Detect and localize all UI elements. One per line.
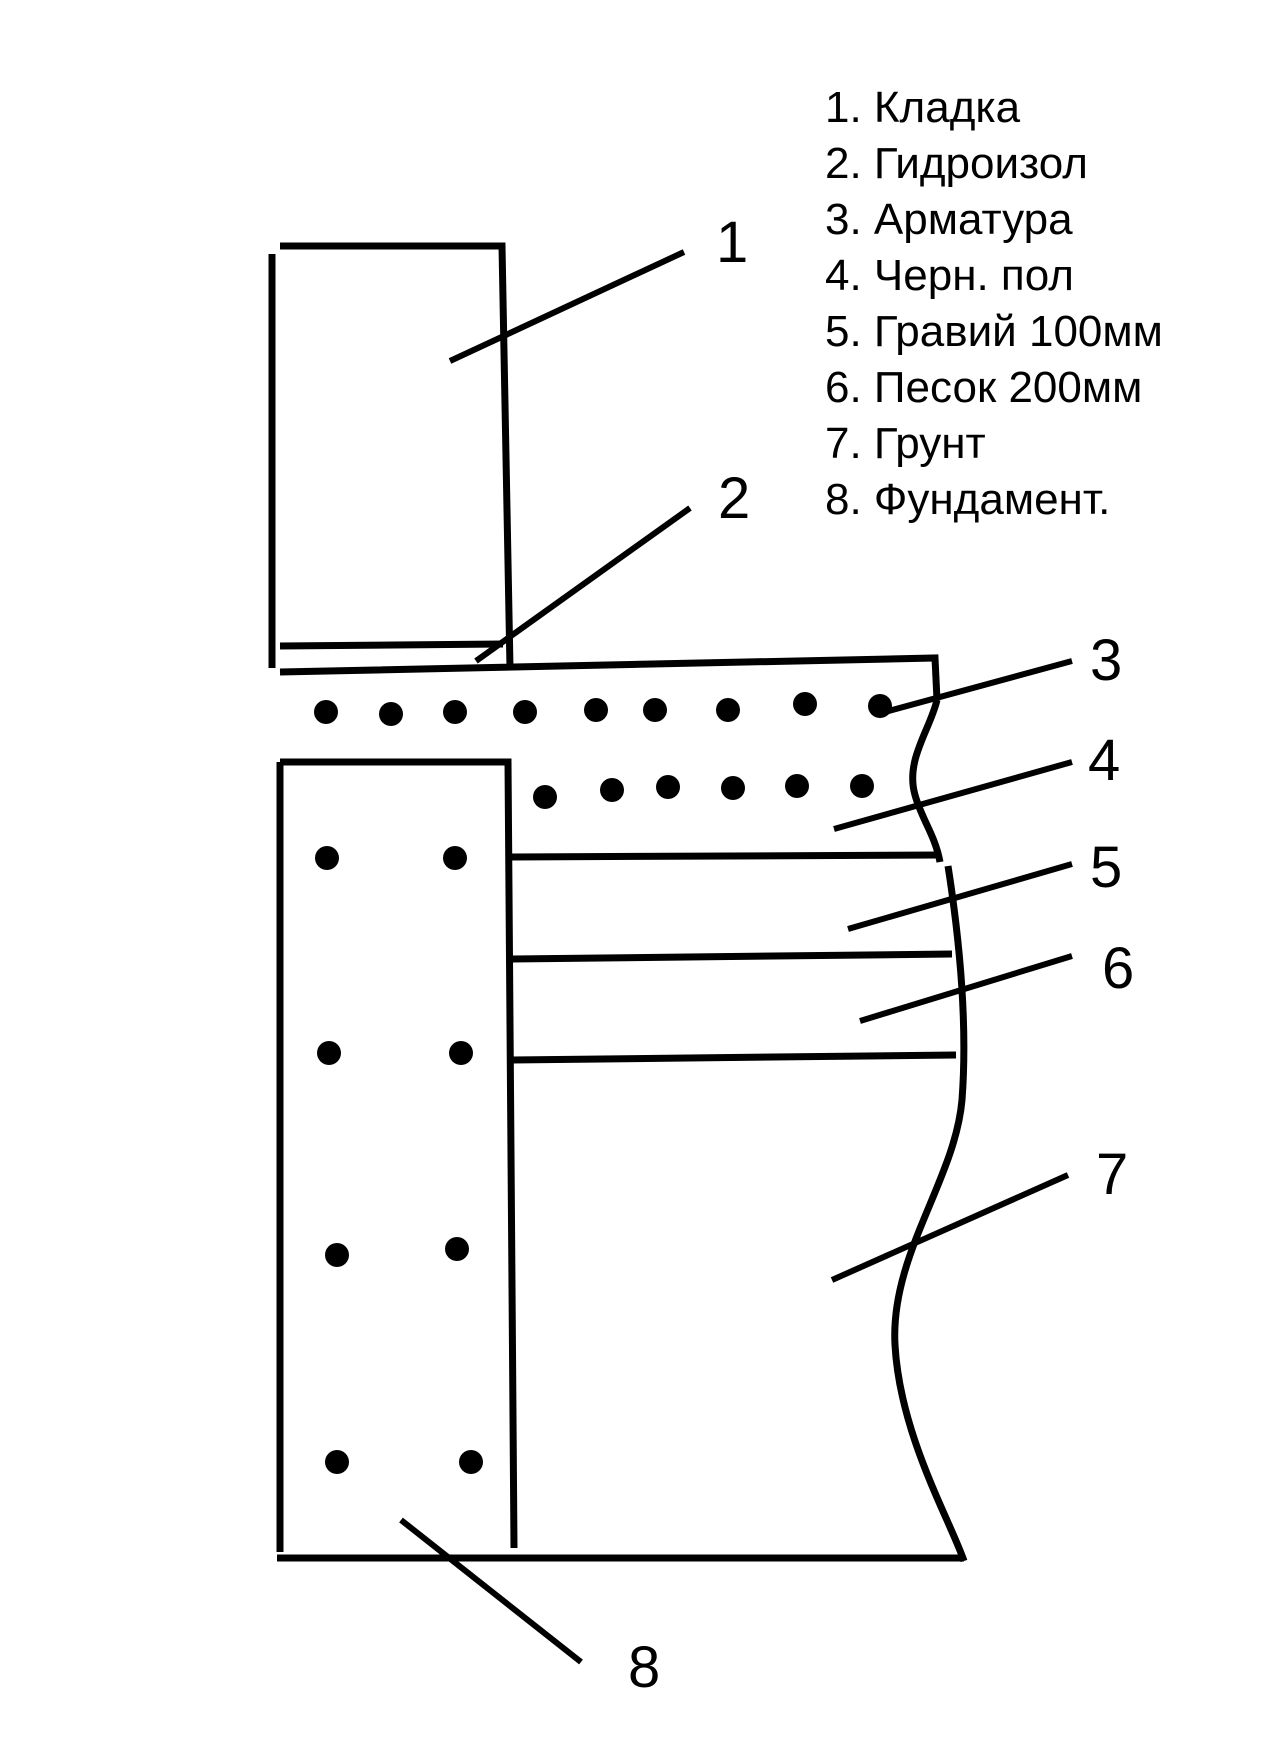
rebar-dot bbox=[643, 698, 667, 722]
sand-layer-top bbox=[511, 950, 953, 963]
callout-6: 6 bbox=[1102, 936, 1134, 1001]
foundation-rebar-dot bbox=[459, 1450, 483, 1474]
foundation-rebar-dot bbox=[315, 846, 339, 870]
gravel-layer-top bbox=[511, 851, 941, 861]
subfloor-dot bbox=[600, 778, 624, 802]
legend-item: 3. Арматура bbox=[825, 195, 1073, 244]
legend-item: 2. Гидроизол bbox=[825, 139, 1088, 188]
leader-1 bbox=[448, 249, 686, 364]
legend: 1. Кладка 2. Гидроизол 3. Арматура 4. Че… bbox=[825, 80, 1163, 528]
callout-1: 1 bbox=[716, 210, 748, 275]
leader-7 bbox=[830, 1172, 1070, 1283]
legend-item: 6. Песок 200мм bbox=[825, 363, 1143, 412]
legend-item: 8. Фундамент. bbox=[825, 475, 1111, 524]
legend-item: 1. Кладка bbox=[825, 83, 1021, 132]
soil-layer-top bbox=[511, 1051, 957, 1064]
leader-2 bbox=[474, 505, 692, 664]
slab-rebar-dots bbox=[314, 692, 892, 726]
rebar-dot bbox=[716, 698, 740, 722]
subfloor-dot bbox=[721, 776, 745, 800]
rebar-dot bbox=[513, 700, 537, 724]
leader-5 bbox=[847, 861, 1073, 932]
subfloor-dot bbox=[533, 785, 557, 809]
rebar-dot bbox=[314, 700, 338, 724]
subfloor-dot bbox=[785, 774, 809, 798]
rebar-dot bbox=[379, 702, 403, 726]
leader-8 bbox=[399, 1517, 583, 1665]
waterproofing-layer bbox=[279, 640, 504, 650]
leader-6 bbox=[859, 953, 1073, 1024]
ground-break-line bbox=[891, 865, 968, 1563]
callout-5: 5 bbox=[1090, 835, 1122, 900]
subfloor-dot bbox=[656, 775, 680, 799]
foundation-rebar-dot bbox=[317, 1041, 341, 1065]
foundation-rebar-dot bbox=[325, 1450, 349, 1474]
leader-4 bbox=[833, 759, 1073, 832]
subfloor-dot bbox=[850, 774, 874, 798]
rebar-dot bbox=[443, 700, 467, 724]
foundation-rebar-dots bbox=[315, 846, 483, 1474]
callout-2: 2 bbox=[718, 466, 750, 531]
strip-foundation bbox=[276, 758, 964, 1562]
ground-layers bbox=[511, 851, 968, 1563]
callout-7: 7 bbox=[1096, 1142, 1128, 1207]
leader-3 bbox=[884, 658, 1073, 715]
rebar-dot bbox=[584, 698, 608, 722]
subfloor-dots bbox=[533, 774, 874, 809]
callout-4: 4 bbox=[1088, 728, 1120, 793]
legend-item: 4. Черн. пол bbox=[825, 251, 1074, 300]
callout-8: 8 bbox=[628, 1635, 660, 1700]
legend-item: 5. Гравий 100мм bbox=[825, 307, 1163, 356]
callout-3: 3 bbox=[1090, 628, 1122, 693]
foundation-rebar-dot bbox=[325, 1243, 349, 1267]
foundation-rebar-dot bbox=[445, 1237, 469, 1261]
callout-numbers: 1 2 3 4 5 6 7 8 bbox=[628, 210, 1134, 1700]
foundation-rebar-dot bbox=[449, 1041, 473, 1065]
rebar-dot bbox=[868, 694, 892, 718]
legend-item: 7. Грунт bbox=[825, 419, 986, 468]
foundation-rebar-dot bbox=[443, 846, 467, 870]
masonry-wall bbox=[268, 242, 514, 669]
rebar-dot bbox=[793, 692, 817, 716]
leader-lines bbox=[399, 249, 1073, 1665]
